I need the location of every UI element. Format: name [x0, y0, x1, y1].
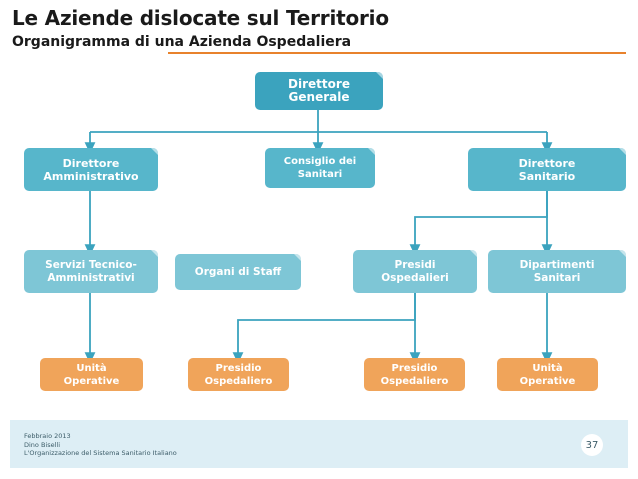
node-consiglio-dei-sanitari[interactable]: Consiglio dei Sanitari [265, 148, 375, 188]
node-label: Dipartimenti Sanitari [519, 258, 595, 284]
footer-line-author: Dino Biselli [24, 440, 61, 449]
org-chart-canvas: Direttore Generale Direttore Amministrat… [10, 62, 628, 412]
node-label: Presidio Ospedaliero [380, 362, 449, 387]
node-label: Servizi Tecnico- Amministrativi [45, 258, 137, 284]
node-label: Direttore Generale [288, 77, 350, 104]
corner-fold-icon [368, 148, 375, 155]
node-organi-di-staff[interactable]: Organi di Staff [175, 254, 301, 290]
corner-fold-icon [151, 250, 158, 257]
page-title: Le Aziende dislocate sul Territorio [12, 6, 389, 30]
corner-fold-icon [294, 254, 301, 261]
corner-fold-icon [151, 148, 158, 155]
node-label: Presidi Ospedalieri [381, 258, 449, 284]
node-direttore-generale[interactable]: Direttore Generale [255, 72, 383, 110]
title-divider [168, 52, 626, 54]
footer-line-date: Febbraio 2013 [24, 432, 71, 440]
node-direttore-sanitario[interactable]: Direttore Sanitario [468, 148, 626, 191]
node-label: Direttore Amministrativo [43, 156, 139, 183]
footer-band [10, 420, 628, 468]
page-subtitle: Organigramma di una Azienda Ospedaliera [12, 34, 352, 50]
node-presidi-ospedalieri[interactable]: Presidi Ospedalieri [353, 250, 477, 293]
page-number-badge: 37 [581, 434, 603, 456]
node-label: Presidio Ospedaliero [204, 362, 273, 387]
node-presidio-ospedaliero-1[interactable]: Presidio Ospedaliero [188, 358, 289, 391]
node-label: Unità Operative [63, 362, 120, 387]
corner-fold-icon [376, 72, 383, 79]
footer-credits: Febbraio 2013 Dino Biselli L'Organizzazi… [24, 432, 177, 458]
node-label: Direttore Sanitario [518, 156, 576, 183]
connector-lines [84, 110, 553, 364]
corner-fold-icon [470, 250, 477, 257]
node-unita-operative-2[interactable]: Unità Operative [497, 358, 598, 391]
node-dipartimenti-sanitari[interactable]: Dipartimenti Sanitari [488, 250, 626, 293]
node-label: Organi di Staff [194, 265, 282, 278]
node-unita-operative-1[interactable]: Unità Operative [40, 358, 143, 391]
corner-fold-icon [619, 250, 626, 257]
corner-fold-icon [619, 148, 626, 155]
node-label: Consiglio dei Sanitari [283, 156, 357, 180]
node-servizi-tecnico-amministrativi[interactable]: Servizi Tecnico- Amministrativi [24, 250, 158, 293]
footer-line-subject: L'Organizzazione del Sistema Sanitario I… [24, 449, 177, 457]
node-presidio-ospedaliero-2[interactable]: Presidio Ospedaliero [364, 358, 465, 391]
node-direttore-amministrativo[interactable]: Direttore Amministrativo [24, 148, 158, 191]
node-label: Unità Operative [519, 362, 576, 387]
